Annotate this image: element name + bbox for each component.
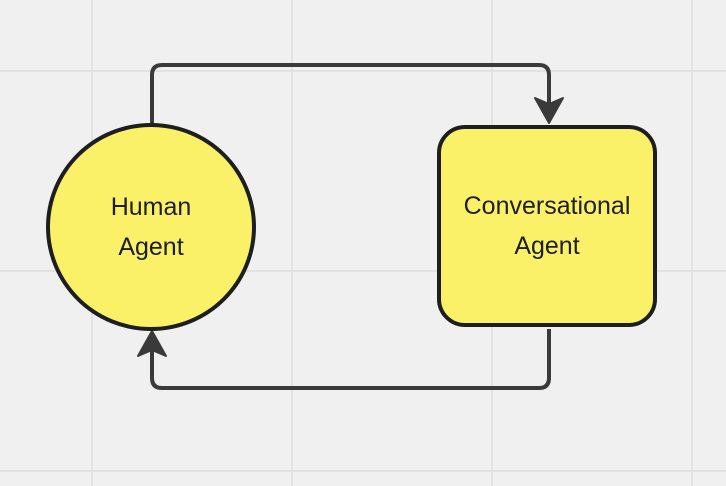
node-human-agent[interactable]: Human Agent — [46, 123, 256, 331]
arrowhead-down — [534, 97, 564, 124]
node-conversational-agent-label-line1: Conversational — [463, 192, 631, 220]
node-human-agent-label-line1: Human — [110, 193, 192, 221]
edge-conversational-to-human[interactable] — [150, 329, 551, 390]
node-conversational-agent[interactable]: Conversational Agent — [437, 125, 657, 327]
node-conversational-agent-label-line2: Agent — [514, 232, 580, 260]
edge-human-to-conversational[interactable] — [150, 63, 551, 124]
arrowhead-up — [137, 330, 167, 357]
node-human-agent-label-line2: Agent — [118, 233, 184, 261]
